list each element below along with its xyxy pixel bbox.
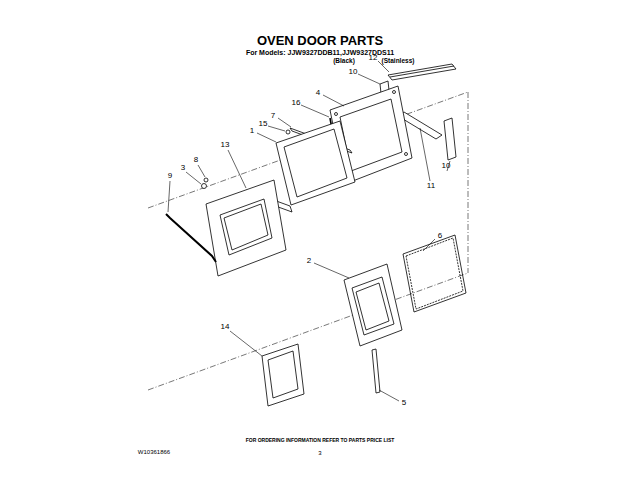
side-trim xyxy=(444,118,456,160)
door-frame xyxy=(284,129,347,197)
callout-number: 12 xyxy=(369,54,378,63)
screw xyxy=(202,184,207,189)
screw xyxy=(286,130,290,134)
leader-line xyxy=(198,165,205,177)
callout-number: 16 xyxy=(292,99,301,108)
callout-number: 10 xyxy=(349,68,358,77)
door-gasket xyxy=(403,235,466,312)
inner-door-window xyxy=(352,277,394,335)
leader-line xyxy=(379,390,399,401)
leader-line xyxy=(420,128,430,181)
page-number: 3 xyxy=(318,450,321,457)
leader-lines xyxy=(168,61,450,401)
leader-line xyxy=(314,263,349,278)
door-liner xyxy=(262,344,304,406)
leader-line xyxy=(168,181,170,212)
document-number: W10361866 xyxy=(138,449,170,456)
hinge-rod xyxy=(372,349,380,393)
callout-number: 11 xyxy=(427,182,435,191)
door-gasket xyxy=(406,238,463,309)
screw-hole xyxy=(405,153,408,156)
screw-hole xyxy=(335,113,338,116)
callout-number: 10 xyxy=(442,162,451,171)
leader-line xyxy=(358,74,380,84)
callout-number: 6 xyxy=(438,232,442,241)
leader-line xyxy=(323,95,344,106)
plane-line xyxy=(468,92,469,273)
trim-bar xyxy=(388,64,456,80)
callout-number: 15 xyxy=(259,120,268,129)
screw xyxy=(204,178,208,182)
leader-line xyxy=(230,331,262,356)
leader-line xyxy=(301,105,329,117)
model-color: (Black) xyxy=(333,57,355,64)
outer-door-panel xyxy=(206,180,286,276)
callout-number: 5 xyxy=(402,399,406,408)
leader-line xyxy=(257,133,276,142)
footer-note: FOR ORDERING INFORMATION REFER TO PARTS … xyxy=(246,438,395,444)
callout-number: 9 xyxy=(168,172,172,181)
trim-bar xyxy=(390,66,454,77)
inner-door xyxy=(344,264,402,346)
callout-number: 1 xyxy=(250,127,254,136)
inner-door-window xyxy=(356,283,389,330)
leader-line xyxy=(278,118,291,127)
screw-hole xyxy=(393,91,396,94)
callout-number: 4 xyxy=(316,89,320,98)
callout-number: 2 xyxy=(307,257,311,266)
leader-line xyxy=(228,150,246,188)
door-liner xyxy=(268,351,298,398)
leader-line xyxy=(268,126,285,131)
callout-number: 14 xyxy=(221,323,230,332)
page-title: OVEN DOOR PARTS xyxy=(257,34,383,48)
door-frame xyxy=(276,121,355,205)
plane-line xyxy=(148,273,468,390)
callout-number: 8 xyxy=(194,156,198,165)
callout-number: 7 xyxy=(271,112,275,121)
model-color: (Stainless) xyxy=(382,57,415,64)
leader-line xyxy=(423,239,435,251)
callout-number: 13 xyxy=(221,141,230,150)
leader-line xyxy=(186,172,201,184)
outer-door-window xyxy=(224,204,268,250)
door-handle xyxy=(166,214,216,262)
outer-door-window xyxy=(220,199,272,255)
plane-line xyxy=(148,92,468,208)
callout-number: 3 xyxy=(181,164,185,173)
